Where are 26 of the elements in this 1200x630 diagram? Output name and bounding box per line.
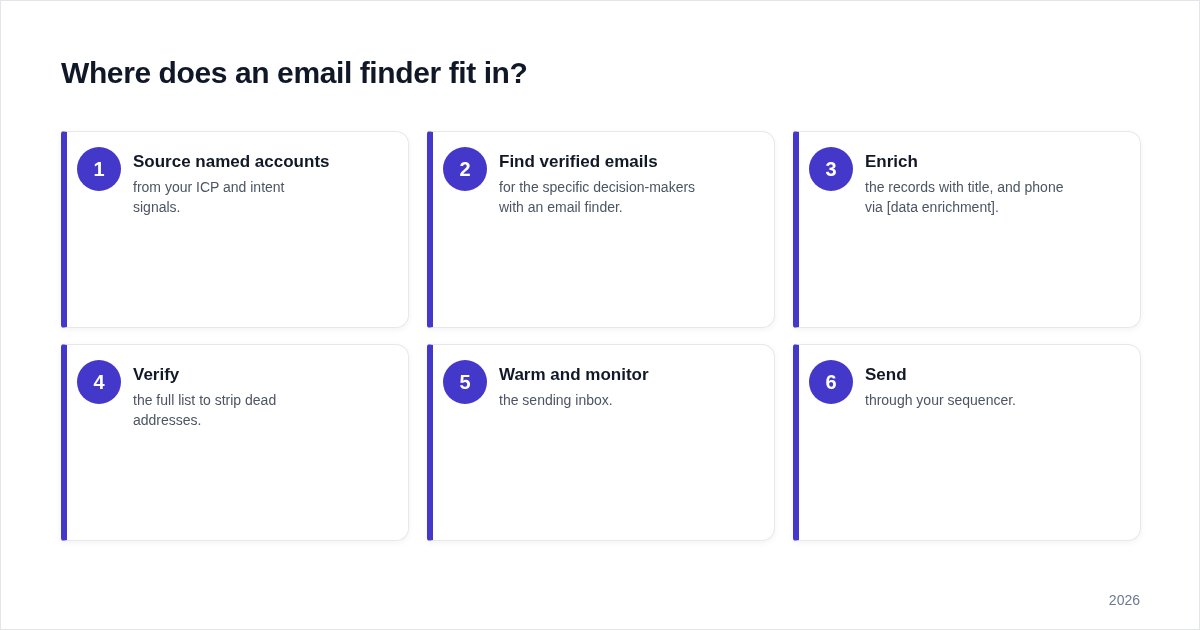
step-card: [61, 131, 409, 328]
step-heading: Source named accounts: [133, 151, 330, 173]
step-card: [427, 344, 775, 541]
step-number: 2: [443, 147, 487, 191]
step-number: 1: [77, 147, 121, 191]
step-number: 4: [77, 360, 121, 404]
step-heading: Find verified emails: [499, 151, 658, 173]
step-description: through your sequencer.: [865, 391, 1017, 410]
step-heading: Verify: [133, 364, 180, 386]
step-card: [793, 131, 1141, 328]
year-label: 2026: [1108, 591, 1140, 609]
step-card: [793, 344, 1141, 541]
step-description: for the specific decision-makers with an email finder.: [499, 178, 697, 217]
step-card: [427, 131, 775, 328]
step-description: the full list to strip dead addresses.: [133, 391, 278, 430]
step-card: [61, 344, 409, 541]
diagram-title: Where does an email finder fit in?: [61, 56, 528, 90]
step-number: 6: [809, 360, 853, 404]
step-description: the sending inbox.: [499, 391, 614, 410]
step-heading: Send: [865, 364, 907, 386]
step-heading: Warm and monitor: [499, 364, 649, 386]
step-number: 5: [443, 360, 487, 404]
step-number: 3: [809, 147, 853, 191]
step-description: from your ICP and intent signals.: [133, 178, 286, 217]
step-description: the records with title, and phone via [data enrichment].: [865, 178, 1065, 217]
step-heading: Enrich: [865, 151, 918, 173]
